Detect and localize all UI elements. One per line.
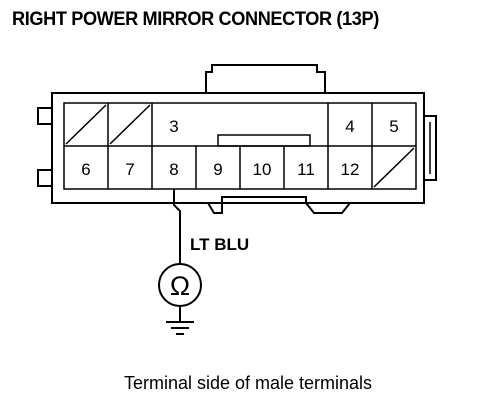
terminal-12: 12 — [341, 160, 360, 179]
bottom-lock-center — [221, 196, 307, 203]
terminal-10: 10 — [253, 160, 272, 179]
unused-cavity-bottom-8 — [373, 147, 415, 188]
left-clip-upper — [37, 107, 52, 125]
unused-cavity-top-1 — [65, 104, 107, 145]
right-clip — [424, 115, 437, 181]
bottom-lock-right — [305, 202, 351, 214]
left-clip-lower — [37, 169, 52, 187]
connector-top-latch — [205, 64, 326, 93]
terminal-7: 7 — [125, 160, 134, 179]
terminal-8: 8 — [169, 160, 178, 179]
connector-housing — [51, 92, 425, 204]
terminal-11: 11 — [297, 160, 315, 179]
wire-color-label: LT BLU — [190, 235, 249, 254]
diagram-title: RIGHT POWER MIRROR CONNECTOR (13P) — [12, 8, 379, 30]
terminal-6: 6 — [81, 160, 90, 179]
bottom-lock-left — [207, 202, 223, 214]
probe-wire — [173, 189, 181, 263]
terminal-5: 5 — [389, 117, 398, 136]
unused-cavity-top-2 — [109, 104, 151, 145]
terminal-4: 4 — [345, 117, 354, 136]
center-key — [217, 134, 311, 147]
ohm-symbol: Ω — [170, 271, 190, 301]
terminal-9: 9 — [213, 160, 222, 179]
diagram-caption: Terminal side of male terminals — [123, 373, 373, 393]
terminal-3: 3 — [169, 117, 178, 136]
